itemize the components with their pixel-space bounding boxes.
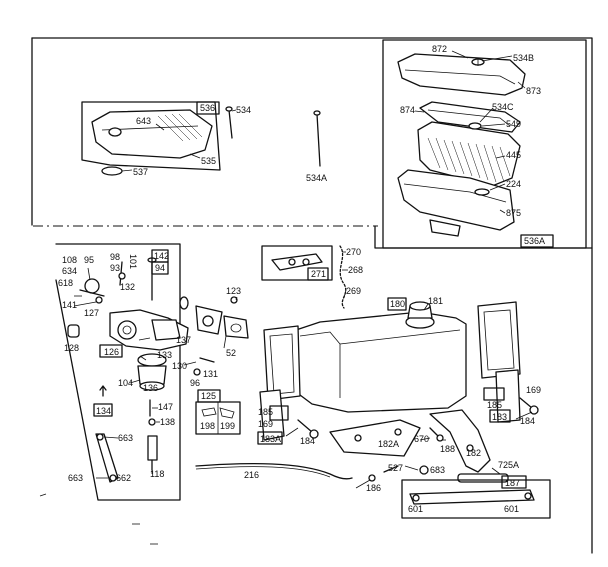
callout-662: 662 (116, 473, 131, 483)
callout-131: 131 (203, 369, 218, 379)
callout-132: 132 (120, 282, 135, 292)
callout-52: 52 (226, 348, 236, 358)
callout-224: 224 (506, 179, 521, 189)
callout-216: 216 (244, 470, 259, 480)
fuel-line (195, 462, 429, 482)
fuel-tank-assembly (257, 297, 539, 473)
callout-183: 183 (492, 412, 507, 422)
callout-104: 104 (118, 378, 133, 388)
callout-94: 94 (155, 263, 165, 273)
callout-137: 137 (176, 335, 191, 345)
callout-634: 634 (62, 266, 77, 276)
callout-101: 101 (128, 254, 138, 269)
callout-269: 269 (346, 286, 361, 296)
callout-537: 537 (133, 167, 148, 177)
callout-147: 147 (158, 402, 173, 412)
callout-643: 643 (136, 116, 151, 126)
callout-138: 138 (160, 417, 175, 427)
callout-199: 199 (220, 421, 235, 431)
callout-683: 683 (430, 465, 445, 475)
callout-130: 130 (172, 361, 187, 371)
callout-601-right: 601 (504, 504, 519, 514)
callout-534B: 534B (513, 53, 534, 63)
margin-marks (39, 493, 158, 545)
callout-133: 133 (157, 350, 172, 360)
callout-128: 128 (64, 343, 79, 353)
callout-271: 271 (311, 269, 326, 279)
callout-93: 93 (110, 263, 120, 273)
callout-181: 181 (428, 296, 443, 306)
callout-534C: 534C (492, 102, 514, 112)
callout-618: 618 (58, 278, 73, 288)
callout-873: 873 (526, 86, 541, 96)
callout-187: 187 (505, 478, 520, 488)
callout-188: 188 (440, 444, 455, 454)
callout-118: 118 (150, 469, 164, 479)
callout-108: 108 (62, 255, 77, 265)
callout-527: 527 (388, 463, 403, 473)
callout-872: 872 (432, 44, 447, 54)
callout-134: 134 (96, 406, 111, 416)
callout-270: 270 (346, 247, 361, 257)
callout-183A: 183A (260, 434, 281, 444)
air-cleaner-assembly (382, 39, 587, 249)
callout-663-lower: 663 (68, 473, 83, 483)
callout-98: 98 (110, 252, 120, 262)
callout-534A: 534A (306, 173, 327, 183)
callout-127: 127 (84, 308, 99, 318)
callout-142: 142 (154, 251, 169, 261)
callout-169-left: 169 (258, 419, 273, 429)
callout-126: 126 (104, 347, 119, 357)
bolt-534a (313, 110, 321, 167)
callout-186: 186 (366, 483, 381, 493)
callout-96: 96 (190, 378, 200, 388)
callout-268: 268 (348, 265, 363, 275)
callout-185-right: 185 (487, 400, 502, 410)
callout-125: 125 (201, 391, 216, 401)
callout-874: 874 (400, 105, 415, 115)
callout-445: 445 (506, 150, 521, 160)
callout-169-right: 169 (526, 385, 541, 395)
callout-182: 182 (466, 448, 481, 458)
callout-123: 123 (226, 286, 241, 296)
callout-534: 534 (236, 105, 251, 115)
callout-549: 549 (506, 119, 521, 129)
callout-185-left: 185 (258, 407, 273, 417)
carburetor-assembly (55, 243, 249, 501)
callout-198: 198 (200, 421, 215, 431)
callout-184-right: 184 (520, 416, 535, 426)
callout-725A: 725A (498, 460, 519, 470)
callout-536A: 536A (524, 236, 545, 246)
callout-601-left: 601 (408, 504, 423, 514)
callout-536: 536 (200, 103, 215, 113)
callout-136: 136 (143, 383, 158, 393)
leader-lines (73, 50, 533, 489)
governor-link-assembly (261, 245, 347, 309)
callout-875: 875 (506, 208, 521, 218)
callout-184-left: 184 (300, 436, 315, 446)
callout-95: 95 (84, 255, 94, 265)
callout-182A: 182A (378, 439, 399, 449)
shroud-assembly (81, 101, 233, 176)
callout-663-upper: 663 (118, 433, 133, 443)
callout-180: 180 (390, 299, 405, 309)
tank-strap-assembly (401, 473, 551, 519)
callout-670: 670 (414, 434, 429, 444)
callout-535: 535 (201, 156, 216, 166)
callout-141: 141 (62, 300, 77, 310)
callout-labels: 872 534B 873 874 534C 549 445 224 875 53… (58, 44, 554, 514)
